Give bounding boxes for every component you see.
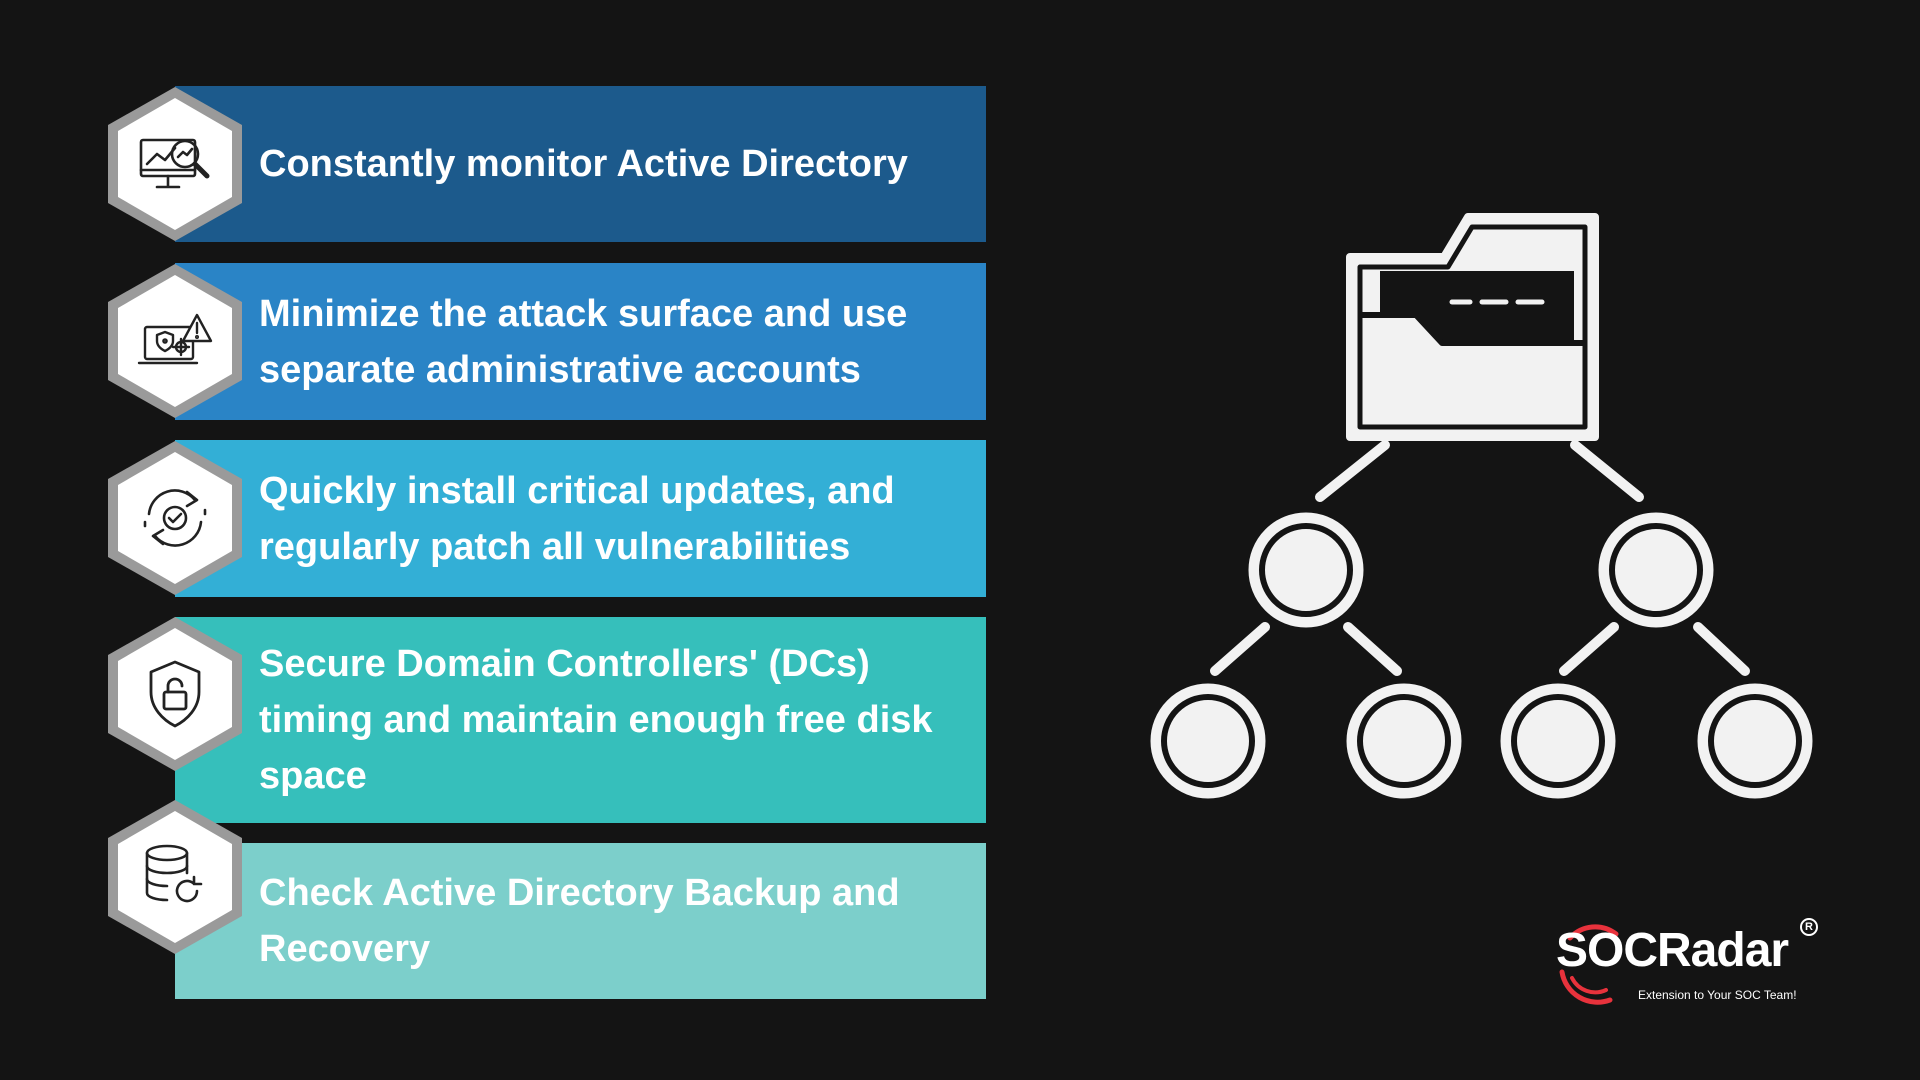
item-badge: [106, 615, 244, 773]
item-badge: [106, 262, 244, 420]
item-text: Secure Domain Controllers' (DCs) timing …: [259, 643, 933, 797]
radar-rings-icon: [1559, 924, 1619, 1005]
shield-lock-icon: [149, 660, 201, 728]
item-band: Secure Domain Controllers' (DCs) timing …: [175, 617, 986, 823]
tree-node: [1150, 683, 1266, 799]
sync-check-icon: [143, 489, 207, 547]
list-item-2: Minimize the attack surface and use sepa…: [0, 263, 1000, 420]
item-text: Quickly install critical updates, and re…: [259, 469, 895, 568]
tree-node: [1248, 512, 1364, 628]
logo-wordmark: SOCRadar: [1556, 924, 1789, 977]
socradar-logo: SOCRadar R Extension to Your SOC Team!: [1550, 918, 1820, 1008]
best-practices-list: Constantly monitor Active Directory Mini…: [0, 86, 1000, 999]
list-item-5: Check Active Directory Backup and Recove…: [0, 800, 1000, 999]
item-text: Constantly monitor Active Directory: [259, 143, 908, 185]
item-text: Check Active Directory Backup and Recove…: [259, 872, 900, 970]
tree-edge: [1315, 440, 1390, 502]
item-band: Constantly monitor Active Directory: [175, 86, 986, 242]
list-item-4: Secure Domain Controllers' (DCs) timing …: [0, 617, 1000, 823]
item-band: Minimize the attack surface and use sepa…: [175, 263, 986, 420]
tree-edge: [1693, 622, 1750, 676]
folder-icon: [1346, 213, 1599, 441]
item-badge: [106, 798, 244, 956]
tree-node: [1697, 683, 1813, 799]
laptop-threat-warning-icon: [137, 313, 213, 365]
tree-edge: [1210, 622, 1270, 676]
database-refresh-icon: [145, 844, 203, 903]
item-band: Quickly install critical updates, and re…: [175, 440, 986, 597]
tree-node: [1500, 683, 1616, 799]
logo-tagline: Extension to Your SOC Team!: [1638, 988, 1797, 1002]
item-badge: [106, 85, 244, 243]
tree-edge: [1343, 622, 1402, 676]
tree-edge: [1559, 622, 1619, 676]
list-item-1: Constantly monitor Active Directory: [0, 86, 1000, 242]
tree-node: [1346, 683, 1462, 799]
directory-tree-diagram: [1150, 213, 1813, 799]
list-item-3: Quickly install critical updates, and re…: [0, 440, 1000, 597]
tree-edge: [1570, 440, 1644, 502]
tree-node: [1598, 512, 1714, 628]
item-badge: [106, 439, 244, 597]
registered-mark: R: [1800, 918, 1818, 936]
monitor-analytics-icon: [139, 138, 210, 189]
item-band: Check Active Directory Backup and Recove…: [175, 843, 986, 999]
item-text: Minimize the attack surface and use sepa…: [259, 292, 908, 391]
